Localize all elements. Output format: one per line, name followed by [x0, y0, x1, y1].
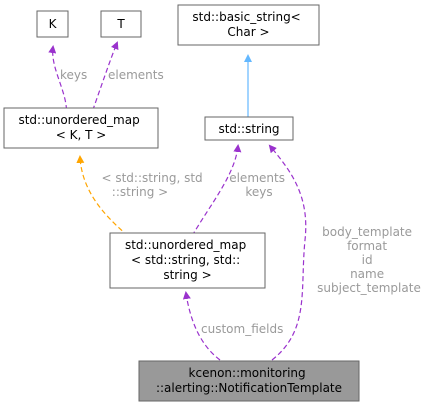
edges [48, 41, 307, 361]
svg-text:std::string: std::string [218, 122, 279, 136]
node-std-string[interactable]: std::string [204, 116, 294, 141]
edge-label-elements-keys: elements keys [229, 171, 289, 199]
svg-text:std::unordered_map < K: std::unordered_map < K, T > [18, 113, 143, 142]
edge-label-elements: elements [108, 68, 164, 82]
svg-text:kcenon::monitoring ::a: kcenon::monitoring ::alerting::Notificat… [156, 366, 342, 395]
node-unordered-map-kt[interactable]: std::unordered_map < K, T > [3, 107, 159, 149]
edge-label-template-fields: body_template format id name subject_tem… [317, 225, 421, 295]
node-basic-string[interactable]: std::basic_string< Char > [177, 4, 320, 46]
edge-std-string-to-notification-template [268, 144, 307, 361]
edge-label-template-args: < std::string, std ::string > [101, 171, 206, 199]
edge-label-keys: keys [60, 68, 87, 82]
svg-text:std::basic_string< Cha: std::basic_string< Char > [192, 10, 304, 39]
edge-label-custom-fields: custom_fields [201, 322, 283, 336]
nodes: K T std::basic_string< Char > std::unord… [3, 4, 360, 402]
edge-unordered-map-kt-to-ss [76, 155, 129, 237]
svg-text:K: K [49, 17, 58, 31]
edge-labels: keys elements < std::string, std ::strin… [60, 68, 421, 336]
node-k[interactable]: K [36, 10, 69, 38]
node-t[interactable]: T [100, 10, 142, 38]
svg-text:T: T [116, 17, 125, 31]
edge-std-string-to-unordered-map-ss [191, 144, 242, 237]
svg-text:std::unordered_map < s: std::unordered_map < std::string, std:: … [125, 238, 250, 282]
node-unordered-map-ss[interactable]: std::unordered_map < std::string, std:: … [109, 232, 266, 289]
edge-k-to-unordered-map-kt [48, 45, 68, 119]
node-notification-template[interactable]: kcenon::monitoring ::alerting::Notificat… [138, 360, 360, 402]
